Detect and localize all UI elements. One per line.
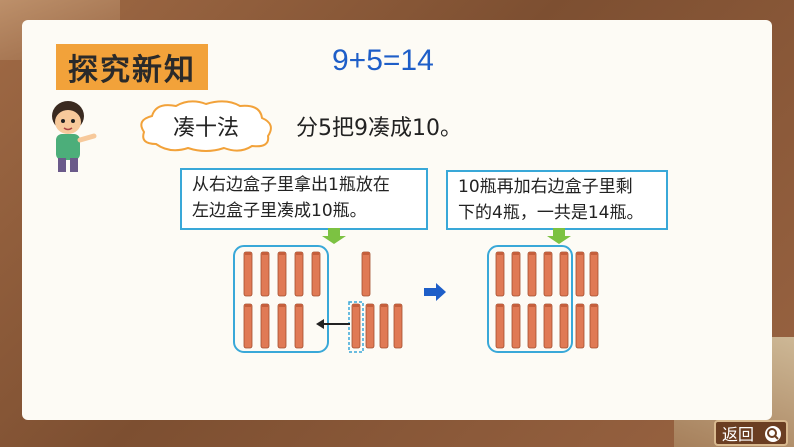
method-cloud-bubble xyxy=(140,100,272,152)
green-down-arrow-left xyxy=(322,228,346,244)
bottle xyxy=(277,303,287,349)
result-box xyxy=(487,245,573,353)
bottle xyxy=(294,303,304,349)
bottle xyxy=(365,303,375,349)
bottle xyxy=(294,251,304,297)
search-magnifier-icon xyxy=(765,426,781,442)
method-name: 凑十法 xyxy=(172,116,239,141)
note-left: 从右边盒子里拿出1瓶放在 左边盒子里凑成10瓶。 xyxy=(180,168,428,230)
green-down-arrow-right xyxy=(547,228,571,244)
bottle xyxy=(575,251,585,297)
back-button[interactable]: 返回 xyxy=(714,420,788,446)
bottle xyxy=(589,303,599,349)
bottle xyxy=(495,251,505,297)
bottle xyxy=(243,251,253,297)
bottle xyxy=(589,251,599,297)
bottle xyxy=(311,251,321,297)
bottle-moved xyxy=(351,303,361,349)
boy-illustration xyxy=(52,101,97,172)
equation-title: 9+5=14 xyxy=(332,44,434,77)
move-arrow-head xyxy=(316,319,324,329)
bottle xyxy=(575,303,585,349)
bottle xyxy=(277,251,287,297)
blue-right-arrow xyxy=(424,283,446,301)
bottle xyxy=(543,251,553,297)
bottle xyxy=(243,303,253,349)
bottle xyxy=(260,251,270,297)
bottle xyxy=(511,303,521,349)
method-description: 分5把9凑成10。 xyxy=(296,116,462,141)
bottle xyxy=(379,303,389,349)
bottle xyxy=(511,251,521,297)
bottle xyxy=(393,303,403,349)
bottle xyxy=(559,251,569,297)
back-button-label: 返回 xyxy=(722,425,755,444)
note-right-line-1: 10瓶再加右边盒子里剩 xyxy=(458,177,633,197)
note-left-line-2: 左边盒子里凑成10瓶。 xyxy=(192,201,367,221)
bottle xyxy=(495,303,505,349)
bottle xyxy=(361,251,371,297)
note-right-line-2: 下的4瓶，一共是14瓶。 xyxy=(458,203,644,223)
bottle xyxy=(527,303,537,349)
note-left-line-1: 从右边盒子里拿出1瓶放在 xyxy=(192,175,390,195)
moved-bottle-highlight xyxy=(348,301,364,353)
bottle xyxy=(543,303,553,349)
bottle xyxy=(527,251,537,297)
section-title: 探究新知 xyxy=(56,44,208,90)
bottle xyxy=(260,303,270,349)
bottle xyxy=(559,303,569,349)
left-box xyxy=(233,245,329,353)
